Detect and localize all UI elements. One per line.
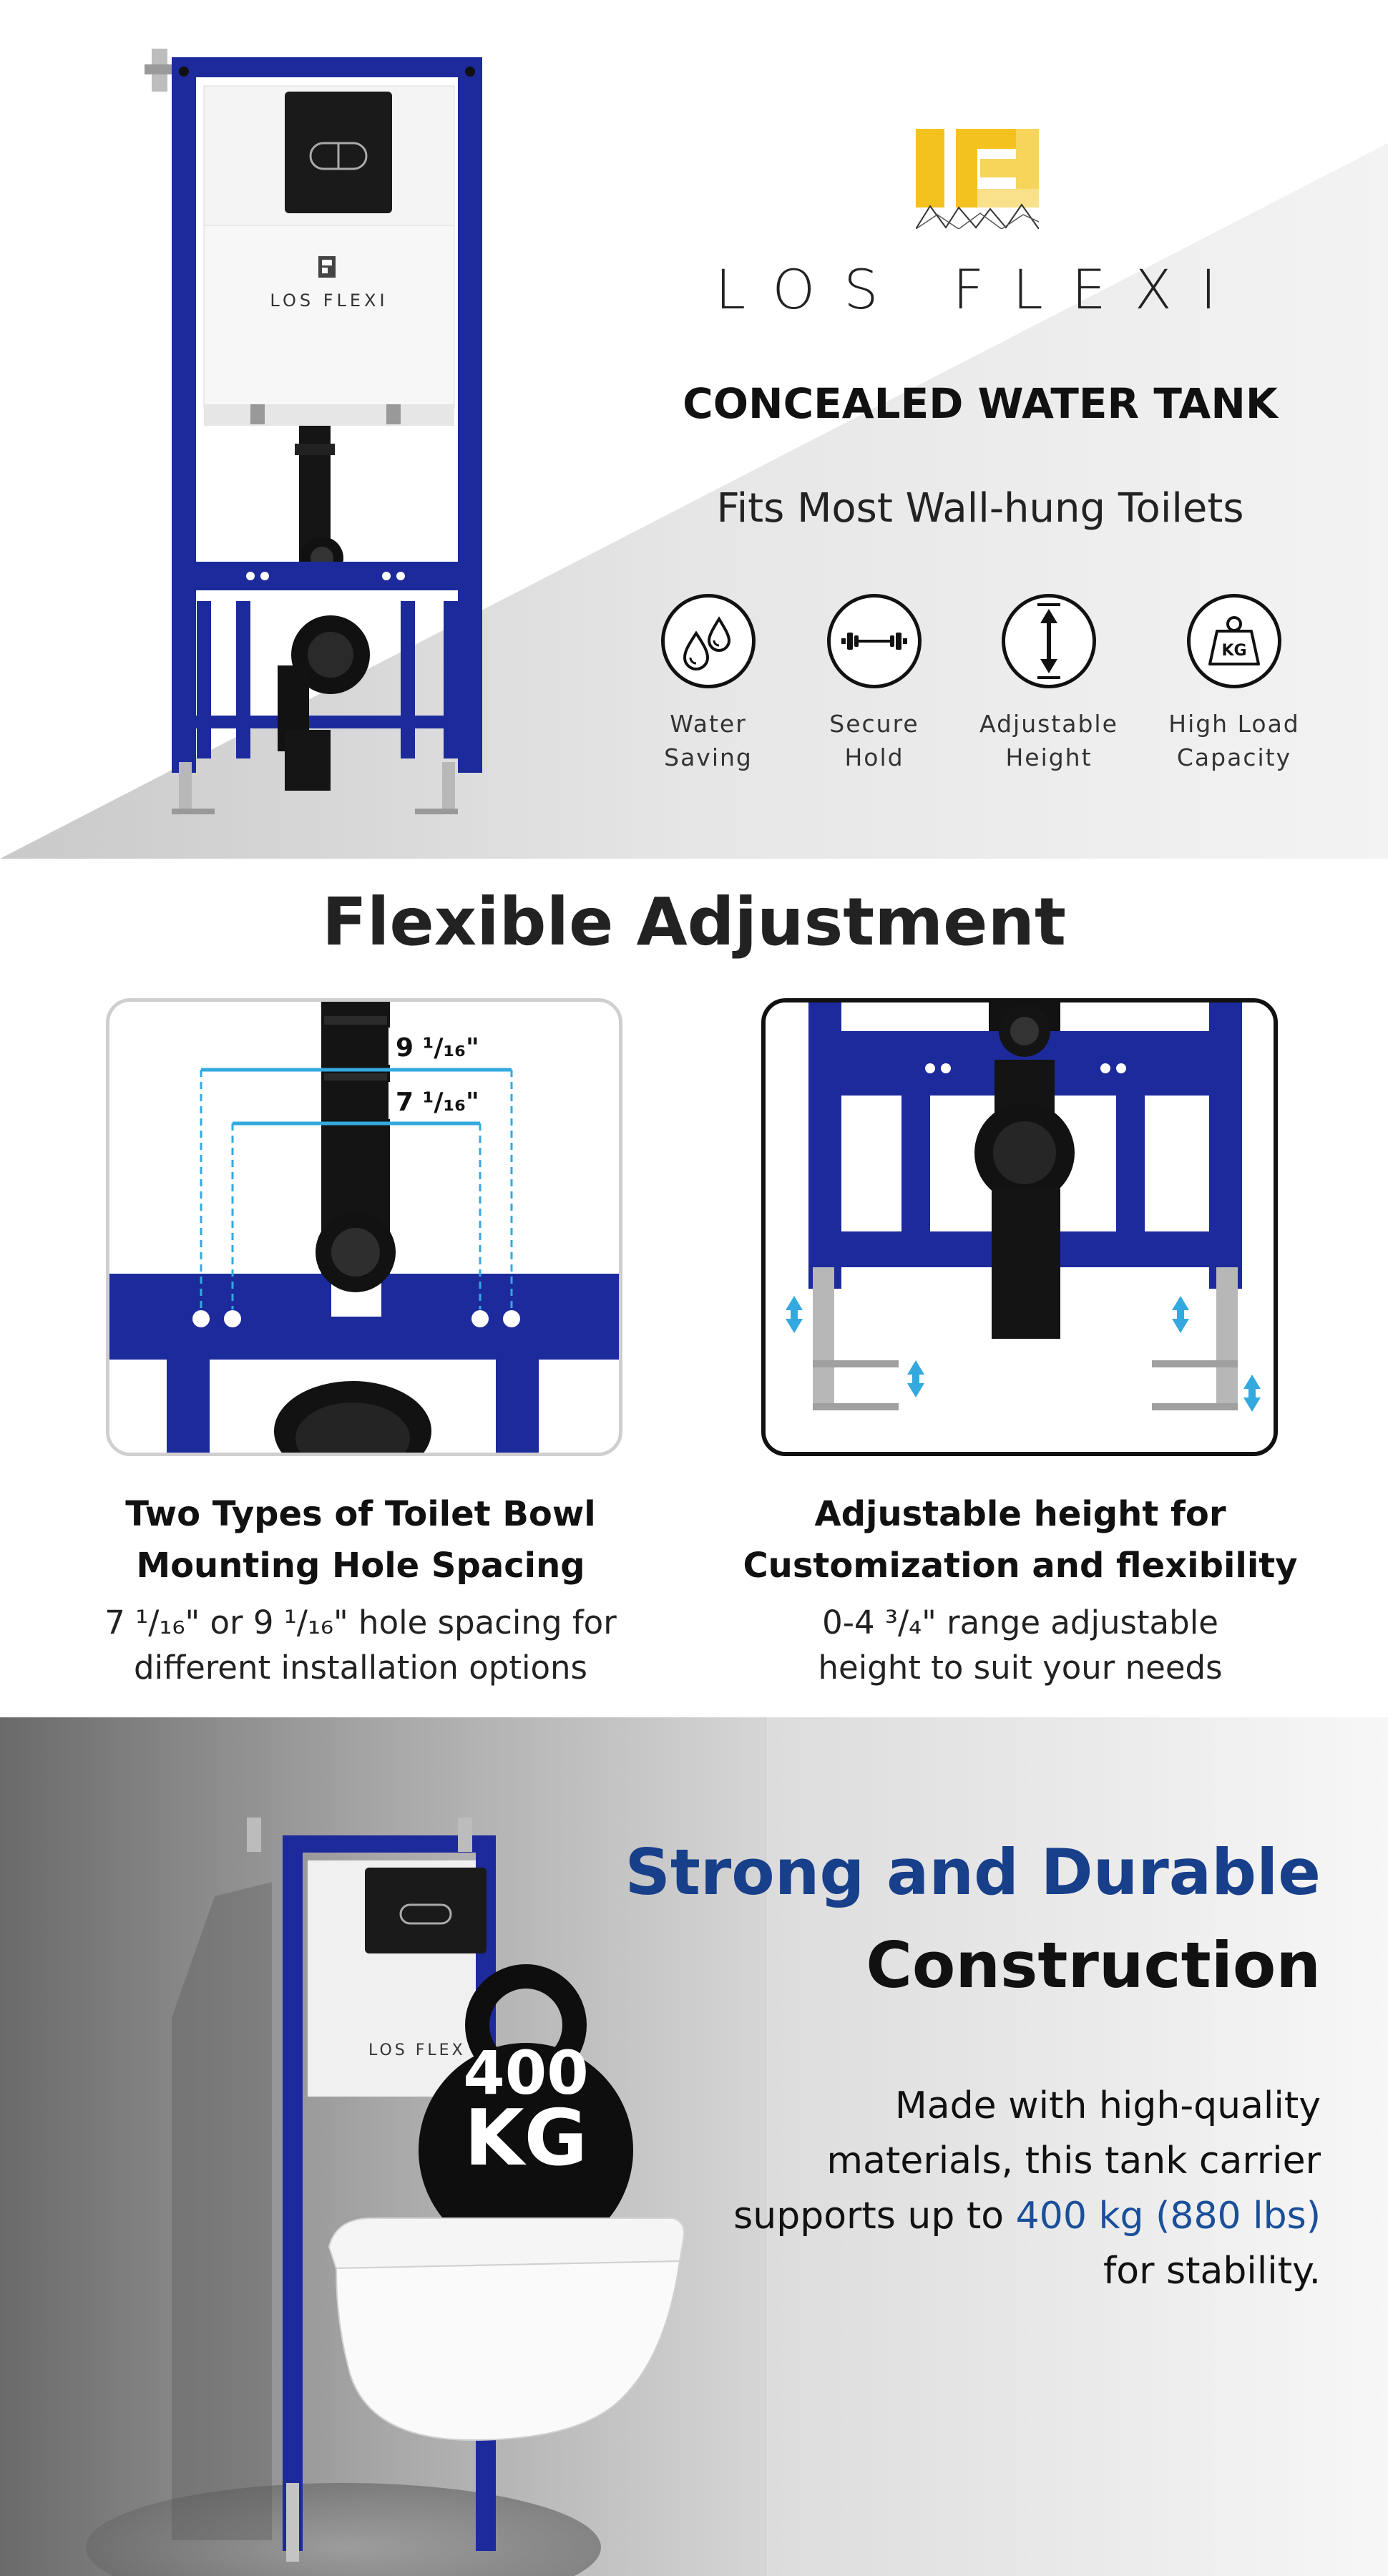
weight-number: 400 bbox=[463, 2038, 589, 2108]
strength-desc-prefix: supports up to bbox=[733, 2195, 1016, 2238]
strength-title-line1: Strong and Durable bbox=[625, 1835, 1321, 1909]
barbell-icon bbox=[827, 594, 922, 688]
dimension-inner-label: 7 ¹/₁₆" bbox=[396, 1088, 479, 1117]
strength-desc-line3: supports up to 400 kg (880 lbs) bbox=[677, 2189, 1321, 2244]
strength-title-line2: Construction bbox=[866, 1928, 1321, 2002]
feature-label-line2: Hold bbox=[844, 743, 904, 771]
hole-spacing-panel: 9 ¹/₁₆" 7 ¹/₁₆" bbox=[106, 998, 622, 1456]
feature-label-line2: Height bbox=[1005, 743, 1093, 771]
hero-title: CONCEALED WATER TANK bbox=[683, 379, 1278, 428]
tank-brand-label: LOS FLEXI bbox=[270, 291, 388, 311]
hero-subtitle: Fits Most Wall-hung Toilets bbox=[716, 485, 1244, 532]
weight-badge: 400 KG bbox=[422, 2038, 630, 2183]
strength-scene-image: LOS FLEX bbox=[0, 1717, 1388, 2576]
tank-brand-label-2: LOS FLEX bbox=[368, 2041, 466, 2059]
feature-water-saving: Water Saving bbox=[615, 594, 801, 774]
kg-badge-text: KG bbox=[1221, 642, 1246, 660]
height-adjust-heading: Adjustable height for Customization and … bbox=[713, 1488, 1328, 1591]
height-adjust-heading-line1: Adjustable height for bbox=[814, 1494, 1226, 1534]
hole-spacing-heading: Two Types of Toilet Bowl Mounting Hole S… bbox=[53, 1488, 668, 1591]
strength-desc-line4: for stability. bbox=[1103, 2250, 1321, 2293]
hole-spacing-heading-line2: Mounting Hole Spacing bbox=[136, 1546, 585, 1586]
feature-high-load: KG High Load Capacity bbox=[1141, 594, 1327, 774]
brand-logo-icon bbox=[916, 129, 1039, 229]
feature-label-line1: Adjustable bbox=[979, 710, 1118, 738]
height-adjust-heading-line2: Customization and flexibility bbox=[743, 1546, 1298, 1586]
kg-weight-icon: KG bbox=[1187, 594, 1281, 688]
brand-name: LOS FLEXI bbox=[715, 258, 1246, 321]
hero-section: LOS FLEXI LOS FLEXI CO bbox=[0, 0, 1388, 859]
hole-spacing-text-line2: different installation options bbox=[134, 1649, 587, 1687]
weight-unit: KG bbox=[464, 2094, 588, 2183]
vertical-arrow-icon bbox=[1002, 594, 1096, 688]
hole-spacing-text-line1: 7 ¹/₁₆" or 9 ¹/₁₆" hole spacing for bbox=[104, 1604, 617, 1641]
load-capacity-highlight: 400 kg (880 lbs) bbox=[1015, 2195, 1321, 2238]
flexible-adjustment-title: Flexible Adjustment bbox=[321, 884, 1067, 960]
feature-secure-hold: Secure Hold bbox=[781, 594, 967, 774]
feature-label-line2: Saving bbox=[664, 743, 753, 771]
hole-spacing-description: 7 ¹/₁₆" or 9 ¹/₁₆" hole spacing for diff… bbox=[53, 1600, 668, 1690]
tank-carrier-image: LOS FLEXI bbox=[145, 49, 482, 814]
strength-desc-line1: Made with high-quality bbox=[894, 2084, 1321, 2127]
water-drops-icon bbox=[661, 594, 756, 688]
strength-description: Made with high-quality materials, this t… bbox=[677, 2079, 1321, 2299]
feature-label-line1: Water bbox=[670, 710, 747, 738]
feature-label-line2: Capacity bbox=[1176, 743, 1292, 771]
strength-section: LOS FLEX bbox=[0, 1717, 1388, 2576]
strength-desc-line2: materials, this tank carrier bbox=[826, 2140, 1321, 2182]
height-adjust-text-line2: height to suit your needs bbox=[818, 1649, 1223, 1687]
height-adjust-text-line1: 0-4 ³/₄" range adjustable bbox=[822, 1604, 1218, 1641]
dimension-outer-label: 9 ¹/₁₆" bbox=[396, 1033, 479, 1063]
hole-spacing-heading-line1: Two Types of Toilet Bowl bbox=[125, 1494, 596, 1534]
height-adjust-panel bbox=[761, 998, 1278, 1456]
feature-label-line1: Secure bbox=[829, 710, 919, 738]
hole-spacing-diagram: 9 ¹/₁₆" 7 ¹/₁₆" bbox=[109, 1002, 619, 1453]
feature-label-line1: High Load bbox=[1168, 710, 1300, 738]
height-adjust-diagram bbox=[766, 1002, 1274, 1452]
feature-adjustable-height: Adjustable Height bbox=[956, 594, 1142, 774]
height-adjust-description: 0-4 ³/₄" range adjustable height to suit… bbox=[713, 1600, 1328, 1690]
